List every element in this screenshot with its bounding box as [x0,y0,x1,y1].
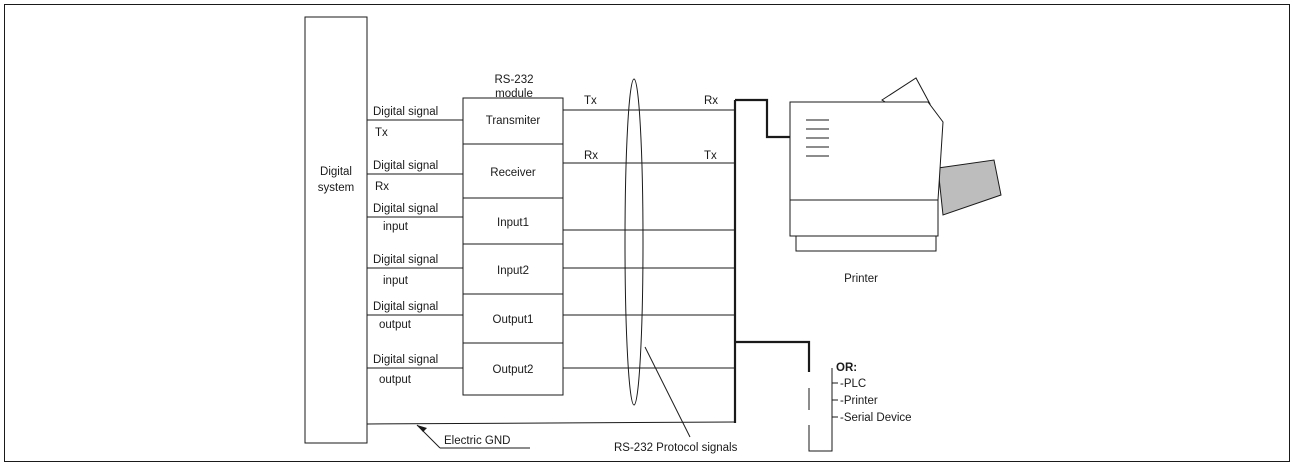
signal-top-input1: Digital signal [373,203,438,215]
signal-bottom-input1: input [383,221,409,233]
bundle-label: RS-232 Protocol signals [614,442,738,454]
tx-line-left-label: Tx [584,95,597,107]
block-output1-label: Output1 [493,314,534,326]
signal-top-transmiter: Digital signal [373,106,438,118]
module-title-1: RS-232 [495,74,534,86]
signal-bundle-ellipse [624,78,644,406]
block-input2-label: Input2 [497,265,529,277]
signal-bottom-output1: output [379,319,412,331]
alternative-item-printer: -Printer [840,395,878,407]
block-transmiter-label: Transmiter [486,115,541,127]
block-input1-label: Input1 [497,217,529,229]
printer-icon [789,77,1002,252]
alternative-bracket-line [808,368,833,452]
signal-top-output2: Digital signal [373,354,438,366]
digital-system-block [304,16,368,444]
rx-line-right-label: Tx [704,150,717,162]
block-output2-label: Output2 [493,364,534,376]
ground-line [366,421,736,425]
signal-bottom-receiver: Rx [375,181,389,193]
signal-bottom-transmiter: Tx [375,127,388,139]
rs232-module [462,97,564,396]
block-receiver-label: Receiver [490,167,536,179]
module-title-2: module [495,88,533,100]
alternative-item-serial-device: -Serial Device [840,412,912,424]
diagram-frame [4,4,1290,462]
signal-top-input2: Digital signal [373,254,438,266]
printer-label: Printer [844,273,878,285]
tx-line-right-label: Rx [704,95,718,107]
signal-bottom-output2: output [379,374,412,386]
ground-label: Electric GND [444,435,510,447]
ground-arrowhead-icon [417,425,427,432]
alternatives-heading: OR: [836,362,857,374]
digital-system-label-2: system [318,182,354,194]
printer-connection-line [735,98,790,139]
digital-system-label-1: Digital [320,166,352,178]
signal-top-receiver: Digital signal [373,160,438,172]
rx-line-left-label: Rx [584,150,598,162]
alternative-item-plc: -PLC [840,378,866,390]
signal-bottom-input2: input [383,275,409,287]
signal-top-output1: Digital signal [373,301,438,313]
bundle-pointer-line [644,346,691,438]
alternative-connection-line [735,340,811,372]
